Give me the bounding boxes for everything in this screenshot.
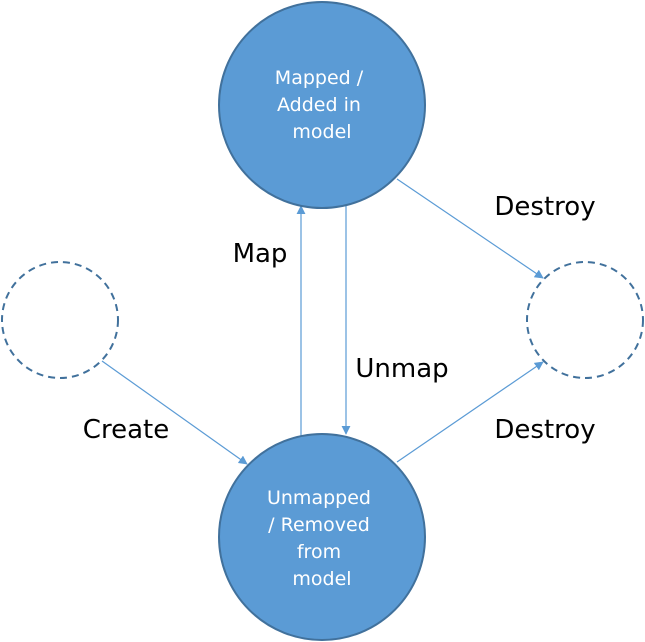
destroy-label-top: Destroy [494, 192, 595, 222]
unmapped-state-line: model [292, 568, 351, 590]
unmapped-state-line: from [297, 541, 341, 563]
mapped-state: Mapped / Added in model [218, 1, 426, 209]
destroyed-state-placeholder [526, 261, 644, 379]
destroy-label-bottom: Destroy [494, 415, 595, 445]
unmap-label: Unmap [355, 354, 448, 384]
unmapped-state-label: Unmapped / Removed from model [267, 487, 377, 590]
mapped-state-line: Added in [277, 94, 361, 116]
destroy-mapped-arrow [396, 178, 544, 279]
initial-state-placeholder [1, 261, 119, 379]
mapped-state-line: model [292, 121, 351, 143]
destroy-unmapped-arrow [396, 361, 544, 463]
unmapped-state-line: / Removed [268, 514, 370, 536]
create-label: Create [83, 415, 169, 445]
mapped-state-label: Mapped / Added in model [275, 67, 369, 143]
unmapped-state-line: Unmapped [267, 487, 371, 509]
mapped-state-line: Mapped / [275, 67, 364, 89]
create-arrow [101, 360, 248, 465]
map-label: Map [233, 239, 288, 269]
unmapped-state: Unmapped / Removed from model [218, 433, 426, 641]
